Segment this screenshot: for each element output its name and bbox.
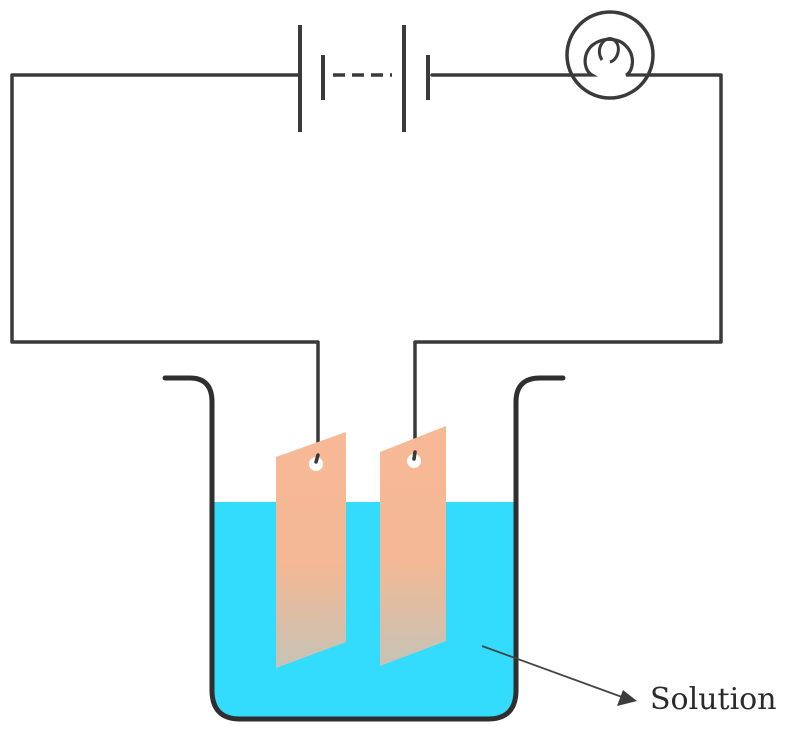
solution-liquid [214,502,514,717]
electrode-left [276,432,346,668]
wire-tip-right [412,450,417,461]
beaker-icon [162,375,566,722]
solution-pointer-arrow [481,645,637,706]
circuit-wire-left [10,73,320,460]
solution-label: Solution [650,682,777,717]
circuit-wire-right [413,73,723,460]
wire-tip-left [314,453,320,464]
bulb-icon [565,10,655,100]
electrode-right [380,426,446,666]
battery-icon [298,25,430,132]
